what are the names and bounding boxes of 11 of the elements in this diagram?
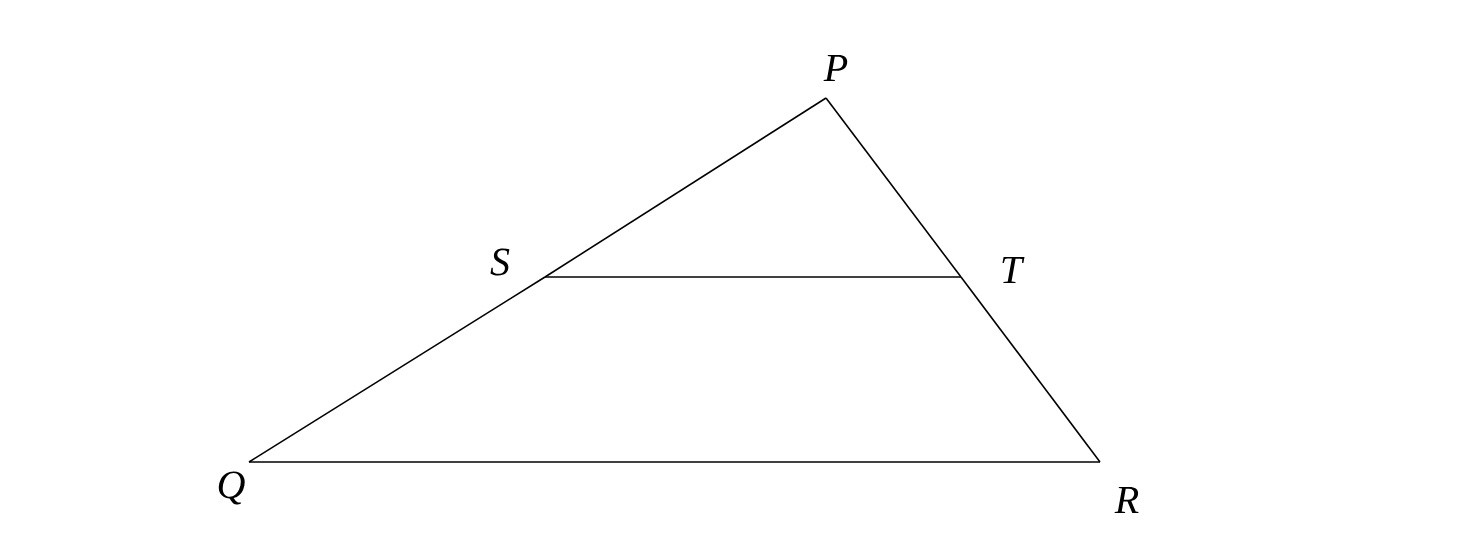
- line-segment: [960, 276, 1101, 463]
- line-segment: [544, 97, 827, 278]
- point-label: S: [490, 248, 510, 276]
- point-label: Q: [218, 471, 245, 505]
- line-segment: [544, 276, 962, 278]
- line-segment: [248, 276, 546, 463]
- point-label: R: [1114, 486, 1139, 514]
- line-segment: [825, 97, 962, 278]
- line-segment: [248, 461, 1101, 463]
- point-label: T: [1002, 256, 1025, 284]
- point-label: P: [823, 54, 848, 82]
